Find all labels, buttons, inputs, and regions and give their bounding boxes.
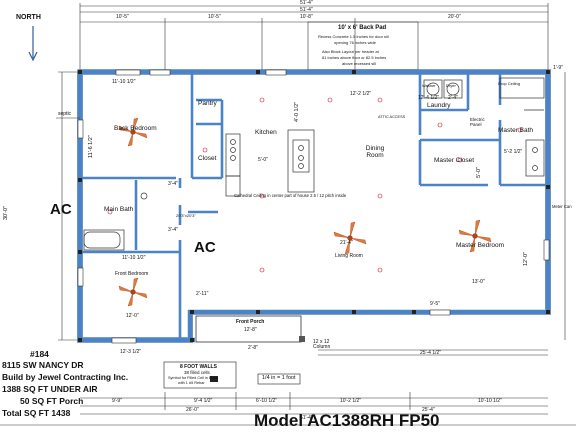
cathedral-ceiling-note: Cathedral Ceiling in center part of hous… xyxy=(234,193,347,198)
room-main-bath: Main Bath xyxy=(104,206,134,213)
back-pad-note-5: above recessed sill xyxy=(342,61,377,66)
dim-porch-width: 12'-8" xyxy=(244,327,257,333)
dim-bottom-2: 25'-4 1/2" xyxy=(420,350,442,356)
meter-can-label: Meter Can xyxy=(552,204,572,209)
dim-bottom-7: 10'-10 1/2" xyxy=(478,398,502,404)
dim-laundry-width: 12'-4 1/2" xyxy=(418,95,440,101)
dim-kitchen-depth: 5'-0" xyxy=(258,157,268,163)
room-master-bedroom: Master Bedroom xyxy=(456,242,505,249)
room-dining: Dining Room xyxy=(365,145,385,159)
back-pad-note-1: Recess Concrete 1.5 inches for door sill xyxy=(318,34,389,39)
info-number: #184 xyxy=(30,349,49,359)
north-label: NORTH xyxy=(16,14,41,21)
model-title: Model AC1388RH FP50 xyxy=(254,411,440,430)
info-under-air: 1388 SQ FT UNDER AIR xyxy=(2,384,98,394)
dim-island: 4'-0 1/2" xyxy=(294,101,300,122)
septic-label: septic xyxy=(58,111,72,117)
walls-note-title: 8 FOOT WALLS xyxy=(180,364,217,370)
dim-pitch: 1'-9" xyxy=(553,65,563,71)
dim-wall-cell: 20'3"x20'3" xyxy=(176,213,196,218)
north-arrow xyxy=(28,26,38,62)
dim-right-side: 9'-5" xyxy=(430,301,440,307)
dim-porch: 2'-11" xyxy=(196,291,209,297)
walls-note-box xyxy=(163,361,237,389)
exterior-walls xyxy=(77,69,551,343)
dim-overall-top-2: 51'-4" xyxy=(300,7,313,13)
dim-bottom-6: 10'-2 1/2" xyxy=(340,398,362,404)
fixtures xyxy=(83,77,545,251)
back-pad-note-3: Also Block Layout per header at xyxy=(322,49,379,54)
windows xyxy=(77,69,550,344)
dim-right-height: 12'-0" xyxy=(523,251,529,266)
drop-ceiling-label: Drop Ceiling xyxy=(498,81,521,86)
dim-bottom-total: 51'-4" xyxy=(300,415,313,421)
dryer-label: Dryer xyxy=(446,83,456,88)
column-label: 12 x 12 Column xyxy=(313,339,331,350)
scale-box xyxy=(257,373,301,385)
front-porch-slab xyxy=(195,315,302,343)
dim-master-bath-width: 5'-2 1/2" xyxy=(504,149,523,155)
porch-column xyxy=(299,336,305,342)
dim-top-3: 10'-8" xyxy=(300,14,313,20)
dim-hall: 3'-4" xyxy=(168,181,178,187)
dim-top-2: 10'-5" xyxy=(208,14,221,20)
info-address: 8115 SW NANCY DR xyxy=(2,360,84,370)
dim-laundry-width-2: 2'-4" xyxy=(448,95,458,101)
dim-left-height: 30'-0" xyxy=(3,205,9,220)
porch-label: Front Porch xyxy=(236,319,265,325)
walls-note-line-3: Symbol for Filled Cell in Block xyxy=(168,376,219,380)
dim-bottom-9: 25'-4" xyxy=(422,407,435,413)
info-porch: 50 SQ FT Porch xyxy=(20,396,84,406)
ac-label-left: AC xyxy=(50,201,72,218)
room-living: Living Room xyxy=(335,253,363,259)
electric-panel-label: Electric Panel xyxy=(470,117,485,127)
top-dimension-lines xyxy=(0,3,576,426)
room-front-bedroom: Front Bedroom xyxy=(115,271,149,277)
dim-bottom-3: 9'-9" xyxy=(112,398,122,404)
dim-porch-depth: 2'-8" xyxy=(248,345,258,351)
room-pantry: Pantry xyxy=(198,100,217,107)
back-pad-title: 10' x 6' Back Pad xyxy=(338,25,387,31)
dim-bottom-1: 12'-3 1/2" xyxy=(120,349,142,355)
dim-bottom-8: 26'-0" xyxy=(186,407,199,413)
back-pad-note-2: opening 76 inches wide xyxy=(334,40,376,45)
info-builder: Build by Jewel Contracting Inc. xyxy=(2,372,129,382)
walls-note-line-4: with 1 #5 Rebar xyxy=(178,381,205,385)
dim-bottom-5: 6'-10 1/2" xyxy=(256,398,278,404)
dim-front-bedroom-width: 11'-10 1/2" xyxy=(122,255,146,261)
dim-back-bedroom-width: 11'-10 1/2" xyxy=(112,79,136,85)
dim-front-bedroom-depth: 12'-0" xyxy=(126,313,139,319)
dim-living-width: 21'-4" xyxy=(340,240,353,246)
walls-note-line-2: 38 filled cells xyxy=(184,370,210,375)
dim-master-bedroom-width: 13'-0" xyxy=(472,279,485,285)
attic-access-label: ATTIC ACCESS xyxy=(378,115,406,119)
dim-bottom-4: 9'-4 1/2" xyxy=(194,398,213,404)
dim-dining-width: 12'-2 1/2" xyxy=(350,91,372,97)
filled-block-cells xyxy=(78,70,550,342)
room-kitchen: Kitchen xyxy=(255,129,277,136)
washer-label: Washer xyxy=(422,83,436,88)
room-master-closet: Master Closet xyxy=(434,157,475,164)
room-laundry: Laundry xyxy=(427,102,451,109)
light-fixtures xyxy=(107,97,523,273)
info-total: Total SQ FT 1438 xyxy=(2,408,71,418)
dim-top-1: 10'-5" xyxy=(116,14,129,20)
dim-closet-depth: 5'-0" xyxy=(476,167,482,178)
room-master-bath: Master Bath xyxy=(498,127,534,134)
dim-back-bedroom-height: 11'-6 1/2" xyxy=(88,135,94,158)
dim-hall-2: 3'-4" xyxy=(168,227,178,233)
dim-overall-top: 51'-4" xyxy=(300,0,313,6)
room-closet: Closet xyxy=(198,155,217,162)
exterior-walls-outline xyxy=(77,69,551,343)
back-pad-note-4: 81 inches above floor or 82.5 inches xyxy=(322,55,387,60)
scale-label: 1/4 in = 1 foot xyxy=(262,375,296,381)
ceiling-fans xyxy=(118,117,492,307)
dim-top-4: 20'-0" xyxy=(448,14,461,20)
ac-label-center: AC xyxy=(194,239,216,256)
interior-walls xyxy=(82,74,546,338)
room-back-bedroom: Back Bedroom xyxy=(114,125,157,132)
